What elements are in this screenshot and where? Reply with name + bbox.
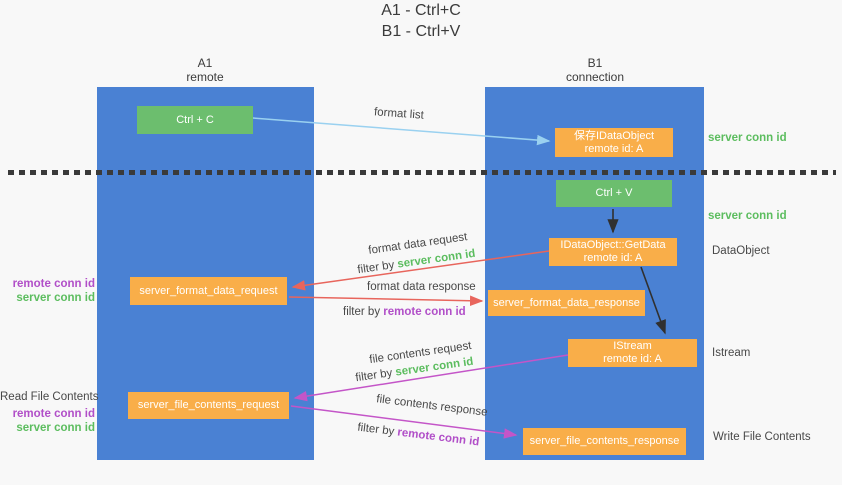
remote-conn-id-inline-2: remote conn id <box>396 426 480 449</box>
column-label-connection: connection <box>565 70 625 84</box>
idataobject-getdata-box: IDataObject::GetData remote id: A <box>549 238 677 266</box>
server-file-contents-request-box: server_file_contents_request <box>128 392 289 419</box>
filter-prefix-3: filter by <box>354 366 397 385</box>
dataobject-label: DataObject <box>712 245 770 257</box>
getdata-line1: IDataObject::GetData <box>560 239 666 251</box>
ctrl-v-label: Ctrl + V <box>595 187 633 199</box>
filter-prefix-1: filter by <box>356 258 399 277</box>
right-server-conn-id-2: server conn id <box>708 210 787 222</box>
phase-separator-dotted-line <box>8 170 836 175</box>
remote-conn-id-inline-1: remote conn id <box>383 306 466 318</box>
file-request-label: server_file_contents_request <box>137 399 280 411</box>
server-format-data-request-box: server_format_data_request <box>130 277 287 305</box>
istream-box: IStream remote id: A <box>568 339 697 367</box>
left-remote-conn-id-bottom: remote conn id <box>12 408 95 420</box>
format-data-response-label: format data response <box>367 281 476 293</box>
format-request-label: server_format_data_request <box>139 284 278 297</box>
read-file-contents-label: Read File Contents <box>0 391 99 403</box>
file-contents-response-label: file contents response <box>375 393 489 419</box>
ctrl-c-label: Ctrl + C <box>176 113 214 126</box>
ctrl-v-box: Ctrl + V <box>556 180 672 207</box>
format-list-label: format list <box>373 106 425 122</box>
istream-line1: IStream <box>613 340 652 352</box>
format-data-response-arrow <box>288 295 484 307</box>
filter-by-remote-conn-id-label-2: filter by remote conn id <box>357 422 480 449</box>
server-file-contents-response-box: server_file_contents_response <box>523 428 686 455</box>
ctrl-c-box: Ctrl + C <box>137 106 253 134</box>
save-idataobject-line1: 保存IDataObject <box>573 129 655 142</box>
istream-label: Istream <box>712 347 751 359</box>
istream-line2: remote id: A <box>603 353 662 365</box>
getdata-line2: remote id: A <box>583 252 643 264</box>
write-file-contents-label: Write File Contents <box>713 431 811 443</box>
filter-by-remote-conn-id-label-1: filter by remote conn id <box>343 306 466 318</box>
column-header-connection: B1 connection <box>535 56 655 84</box>
left-server-conn-id-top: server conn id <box>16 292 95 304</box>
column-id-b1: B1 <box>587 56 603 70</box>
filter-prefix-2: filter by <box>343 306 384 318</box>
save-idataobject-line2: remote id: A <box>584 142 644 155</box>
diagram-title: A1 - Ctrl+C B1 - Ctrl+V <box>0 0 842 42</box>
left-server-conn-id-bottom: server conn id <box>16 422 95 434</box>
title-line-2: B1 - Ctrl+V <box>381 23 461 40</box>
save-idataobject-box: 保存IDataObject remote id: A <box>555 128 673 157</box>
right-server-conn-id-1: server conn id <box>708 132 787 144</box>
filter-prefix-4: filter by <box>356 421 399 439</box>
format-response-label: server_format_data_response <box>493 296 640 309</box>
column-header-remote: A1 remote <box>145 56 265 84</box>
file-response-label: server_file_contents_response <box>529 435 680 447</box>
column-id-a1: A1 <box>197 56 213 70</box>
title-line-1: A1 - Ctrl+C <box>381 2 461 19</box>
left-remote-conn-id-top: remote conn id <box>12 278 95 290</box>
server-format-data-response-box: server_format_data_response <box>488 290 645 316</box>
column-label-remote: remote <box>186 70 224 84</box>
